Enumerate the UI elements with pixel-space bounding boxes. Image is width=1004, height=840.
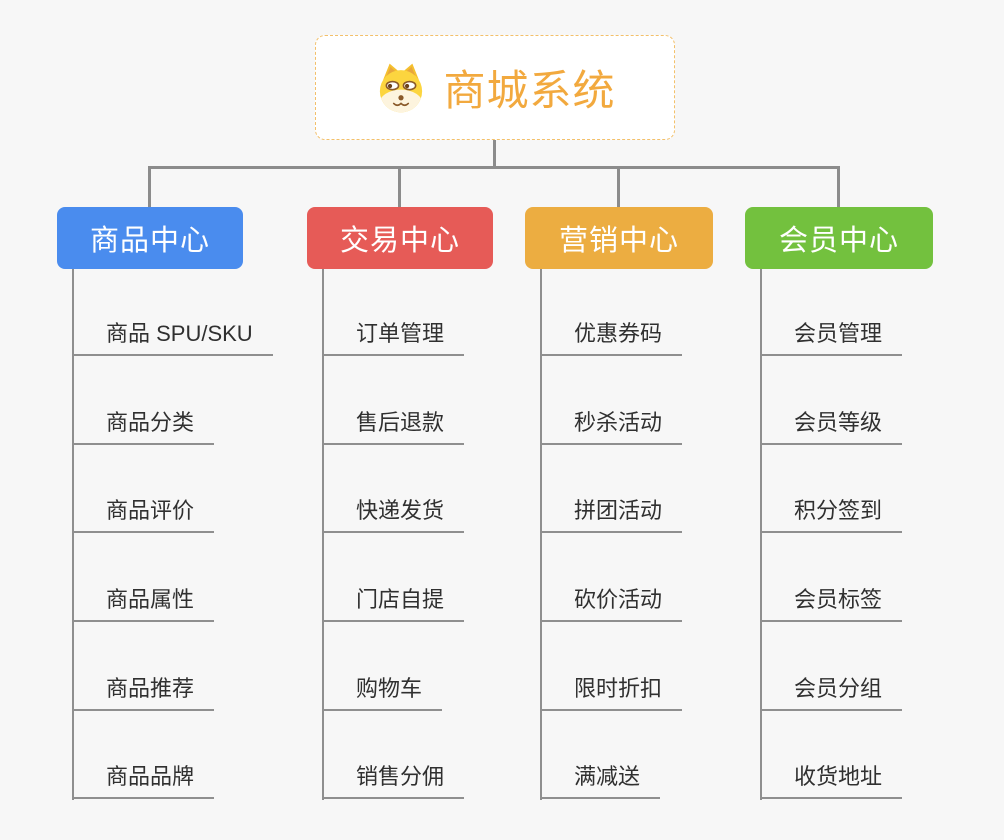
branch-column-member: 会员管理 会员等级 积分签到 会员标签 会员分组 收货地址: [760, 0, 1000, 840]
leaf-node[interactable]: 优惠券码: [540, 318, 683, 356]
leaf-node[interactable]: 满减送: [540, 761, 661, 799]
branch-column-marketing: 优惠券码 秒杀活动 拼团活动 砍价活动 限时折扣 满减送: [540, 0, 780, 840]
branch-node-member-center[interactable]: 会员中心: [745, 207, 933, 269]
branch-column-trade: 订单管理 售后退款 快递发货 门店自提 购物车 销售分佣: [322, 0, 562, 840]
connector-drop-product: [148, 166, 151, 207]
branch-label: 交易中心: [339, 225, 460, 257]
root-title: 商城系统: [443, 67, 616, 114]
branch-label: 会员中心: [778, 225, 899, 257]
branch-label: 营销中心: [558, 225, 679, 257]
leaf-node[interactable]: 会员等级: [760, 407, 903, 445]
leaf-node[interactable]: 快递发货: [322, 495, 465, 533]
leaf-node[interactable]: 商品评价: [72, 495, 215, 533]
branch-label: 商品中心: [89, 225, 210, 257]
leaf-node[interactable]: 会员分组: [760, 673, 903, 711]
connector-root-stub: [493, 140, 496, 169]
connector-trunk: [72, 269, 74, 800]
leaf-node[interactable]: 销售分佣: [322, 761, 465, 799]
connector-trunk: [540, 269, 542, 800]
connector-trunk: [760, 269, 762, 800]
leaf-node[interactable]: 购物车: [322, 673, 443, 711]
leaf-node[interactable]: 砍价活动: [540, 584, 683, 622]
leaf-node[interactable]: 积分签到: [760, 495, 903, 533]
leaf-node[interactable]: 会员标签: [760, 584, 903, 622]
leaf-node[interactable]: 商品属性: [72, 584, 215, 622]
leaf-node[interactable]: 售后退款: [322, 407, 465, 445]
leaf-node[interactable]: 商品分类: [72, 407, 215, 445]
connector-drop-trade: [398, 166, 401, 207]
leaf-node[interactable]: 商品品牌: [72, 761, 215, 799]
leaf-node[interactable]: 订单管理: [322, 318, 465, 356]
dog-face-icon: [380, 63, 423, 112]
connector-trunk: [322, 269, 324, 800]
leaf-node[interactable]: 门店自提: [322, 584, 465, 622]
root-node-mall-system[interactable]: 商城系统: [315, 35, 675, 140]
leaf-node[interactable]: 商品 SPU/SKU: [72, 318, 273, 356]
branch-node-product-center[interactable]: 商品中心: [57, 207, 243, 269]
branch-node-marketing-center[interactable]: 营销中心: [525, 207, 713, 269]
leaf-node[interactable]: 秒杀活动: [540, 407, 683, 445]
branch-node-trade-center[interactable]: 交易中心: [307, 207, 493, 269]
connector-drop-member: [837, 166, 840, 207]
leaf-node[interactable]: 收货地址: [760, 761, 903, 799]
branch-column-product: 商品 SPU/SKU 商品分类 商品评价 商品属性 商品推荐 商品品牌: [72, 0, 312, 840]
leaf-node[interactable]: 会员管理: [760, 318, 903, 356]
connector-bus: [148, 166, 840, 169]
leaf-node[interactable]: 限时折扣: [540, 673, 683, 711]
leaf-node[interactable]: 商品推荐: [72, 673, 215, 711]
leaf-node[interactable]: 拼团活动: [540, 495, 683, 533]
connector-drop-marketing: [617, 166, 620, 207]
